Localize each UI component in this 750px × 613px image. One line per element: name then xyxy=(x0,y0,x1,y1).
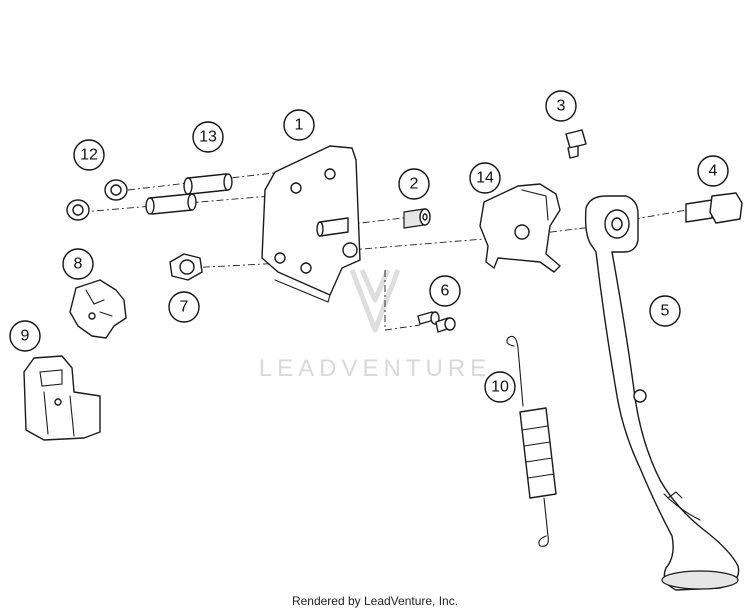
svg-text:8: 8 xyxy=(74,256,83,273)
svg-text:2: 2 xyxy=(410,176,419,193)
callout-8: 8 xyxy=(62,248,94,280)
callout-7: 7 xyxy=(168,291,200,323)
callout-1: 1 xyxy=(283,109,315,141)
part-8-clamp xyxy=(69,279,127,339)
part-6-screws xyxy=(417,311,456,333)
part-14-bracket xyxy=(479,183,561,273)
part-1-mounting-plate xyxy=(261,145,361,303)
svg-text:14: 14 xyxy=(476,170,494,187)
part-12-washers xyxy=(66,179,128,221)
svg-text:7: 7 xyxy=(180,299,189,316)
svg-text:4: 4 xyxy=(709,163,718,180)
callout-13: 13 xyxy=(192,121,224,153)
svg-text:10: 10 xyxy=(491,379,509,396)
callout-5: 5 xyxy=(649,295,681,327)
callout-3: 3 xyxy=(545,90,577,122)
svg-text:13: 13 xyxy=(199,129,217,146)
callout-12: 12 xyxy=(73,139,105,171)
svg-text:3: 3 xyxy=(557,98,566,115)
part-3-bolt xyxy=(565,129,587,159)
callout-9: 9 xyxy=(9,320,41,352)
callout-4: 4 xyxy=(697,155,729,187)
part-9-cover xyxy=(23,355,101,441)
callout-2: 2 xyxy=(398,168,430,200)
leadventure-watermark: LEADVENTURE xyxy=(259,269,491,382)
callout-14: 14 xyxy=(469,162,501,194)
watermark-text: LEADVENTURE xyxy=(259,355,491,382)
part-2-bushing xyxy=(316,208,431,237)
part-5-side-stand xyxy=(584,195,740,591)
callout-10: 10 xyxy=(484,371,516,403)
callout-6: 6 xyxy=(429,275,461,307)
svg-text:1: 1 xyxy=(295,117,304,134)
svg-text:6: 6 xyxy=(441,283,450,300)
part-10-spring xyxy=(506,335,557,547)
svg-text:12: 12 xyxy=(80,147,98,164)
part-4-hex-bolt xyxy=(685,192,743,224)
render-credit: Rendered by LeadVenture, Inc. xyxy=(291,594,459,608)
svg-text:9: 9 xyxy=(21,328,30,345)
svg-text:5: 5 xyxy=(661,303,670,320)
part-13-spacers xyxy=(145,173,233,215)
part-7-nut xyxy=(169,253,203,281)
